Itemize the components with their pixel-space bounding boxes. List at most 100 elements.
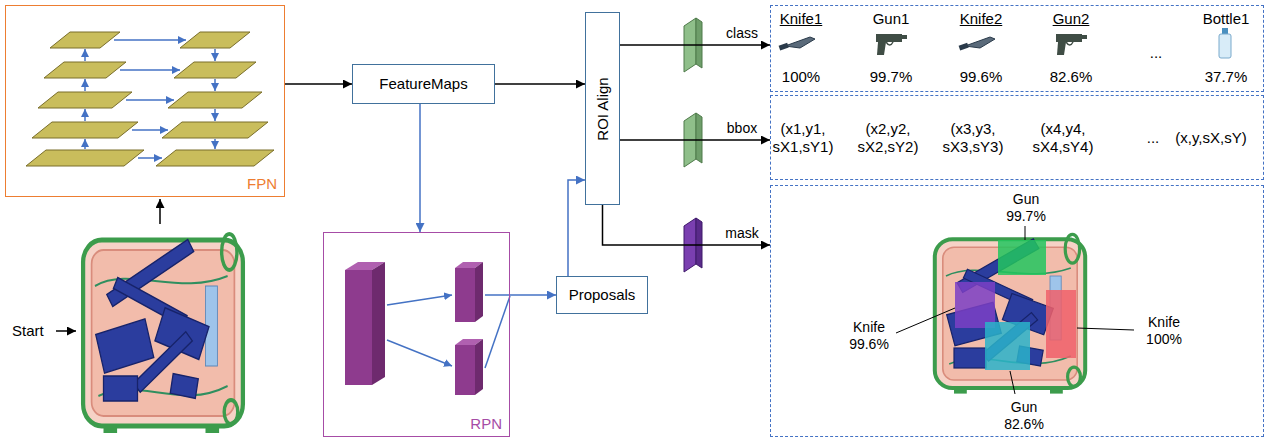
leader-line (1025, 226, 1026, 240)
class-icons (779, 37, 815, 50)
class-icons (959, 37, 995, 50)
head-layers (696, 18, 702, 68)
node-text: Knife 99.6% (849, 319, 889, 353)
rpn-layers (372, 262, 385, 385)
class-icons (1222, 28, 1228, 34)
fpn-box: FPN (5, 5, 285, 197)
fpn-pyramid (138, 157, 162, 159)
connector-arrow (568, 180, 585, 276)
fpn-pyramid (84, 109, 86, 121)
node-text: 99.6% (960, 68, 1003, 86)
process-box: Proposals (556, 276, 648, 314)
node-text: Knife 100% (1146, 314, 1182, 348)
head-layers (684, 18, 702, 272)
node-text: (x1,y1, sX1,sY1) (773, 120, 834, 156)
connector-arrow (419, 104, 421, 232)
connector-arrow (495, 83, 585, 85)
class-icons (1056, 34, 1087, 55)
bbox-output-box: (x1,y1, sX1,sY1) (x2,y2, sX2,sY2) (x3,y3, … (770, 95, 1264, 180)
node-text: Knife1 (780, 10, 823, 28)
rpn-box: RPN (323, 232, 510, 437)
class-icons (1219, 34, 1231, 58)
leader-line (896, 308, 955, 333)
fpn-pyramid (162, 122, 268, 138)
start-arrow (56, 330, 76, 332)
connector-arrow (620, 44, 770, 46)
node-text: ... (1150, 44, 1163, 62)
node-text: Proposals (569, 286, 636, 304)
fpn-pyramid (26, 150, 144, 166)
node-text: Gun1 (873, 10, 910, 28)
fpn-pyramid (44, 62, 126, 78)
mask-result-image (1046, 290, 1076, 358)
node-text: (x2,y2, sX2,sY2) (858, 120, 919, 156)
connector-arrow (603, 205, 771, 245)
rpn-layers (345, 270, 372, 385)
fpn-pyramid (120, 69, 180, 71)
node-text: (x,y,sX,sY) (1175, 129, 1246, 147)
fpn-pyramid (32, 122, 138, 138)
mask-result-image (935, 234, 1085, 393)
leader-line (1077, 328, 1134, 330)
input-xray-image (83, 234, 243, 433)
head-layers (696, 218, 702, 268)
rpn-layers (387, 340, 452, 366)
mask-result-image (998, 240, 1046, 275)
fpn-pyramid (168, 92, 262, 108)
node-text: 82.6% (1050, 68, 1093, 86)
fpn-pyramid (156, 150, 274, 166)
rpn-layers (455, 268, 475, 322)
node-text: RPN (470, 415, 502, 433)
fpn-pyramid (84, 79, 86, 91)
leader-line (896, 226, 1134, 394)
leader-line (1010, 371, 1015, 394)
connector-arrow (510, 294, 556, 296)
fpn-pyramid (26, 32, 274, 166)
node-text: Bottle1 (1203, 10, 1250, 28)
fpn-pyramid (214, 109, 216, 121)
fpn-pyramid (85, 40, 215, 158)
fpn-pyramid (214, 49, 216, 61)
fpn-pyramid (132, 129, 168, 131)
connector-arrow (285, 83, 352, 85)
fpn-pyramid (214, 139, 216, 149)
node-text: Knife2 (960, 10, 1003, 28)
node-text: (x3,y3, sX3,sY3) (943, 120, 1004, 156)
connector-arrow (620, 139, 770, 141)
class-icons (779, 28, 1231, 58)
rpn-layers (387, 295, 510, 368)
fpn-pyramid (84, 49, 86, 61)
mask-output-box: Gun 99.7%Knife 99.6%Knife 100%Gun 82.6% (770, 185, 1264, 437)
node-text: FPN (247, 175, 277, 193)
rpn-layers (475, 339, 483, 395)
rpn-layers (455, 345, 475, 395)
class-output-box: Knife1 100% Gun1 99.7% Knife2 99.6% Gun2 82.6%.… (770, 5, 1264, 92)
rpn-layers (485, 296, 510, 368)
fpn-pyramid (38, 92, 132, 108)
head-layers (696, 113, 702, 163)
edge-label: mask (722, 225, 761, 242)
node-text: 99.7% (870, 68, 913, 86)
input-arrow (159, 199, 161, 224)
node-text: Gun 82.6% (1004, 399, 1044, 433)
free-label: Start (12, 322, 44, 340)
node-text: Gun2 (1053, 10, 1090, 28)
roi-align-box: ROI Align (585, 12, 620, 205)
mask-result-image (985, 322, 1030, 370)
rpn-layers (345, 262, 510, 395)
rpn-layers (485, 294, 510, 296)
fpn-pyramid (84, 139, 86, 149)
rpn-layers (475, 262, 483, 322)
fpn-pyramid (180, 32, 250, 48)
rpn-layers (387, 295, 452, 305)
fpn-pyramid (50, 32, 120, 48)
node-text: FeatureMaps (379, 75, 467, 93)
node-text: 37.7% (1205, 68, 1248, 86)
node-text: 100% (782, 68, 820, 86)
node-text: ROI Align (594, 77, 612, 140)
process-box: FeatureMaps (352, 64, 495, 104)
fpn-pyramid (26, 32, 274, 166)
node-text: (x4,y4, sX4,sY4) (1033, 120, 1094, 156)
